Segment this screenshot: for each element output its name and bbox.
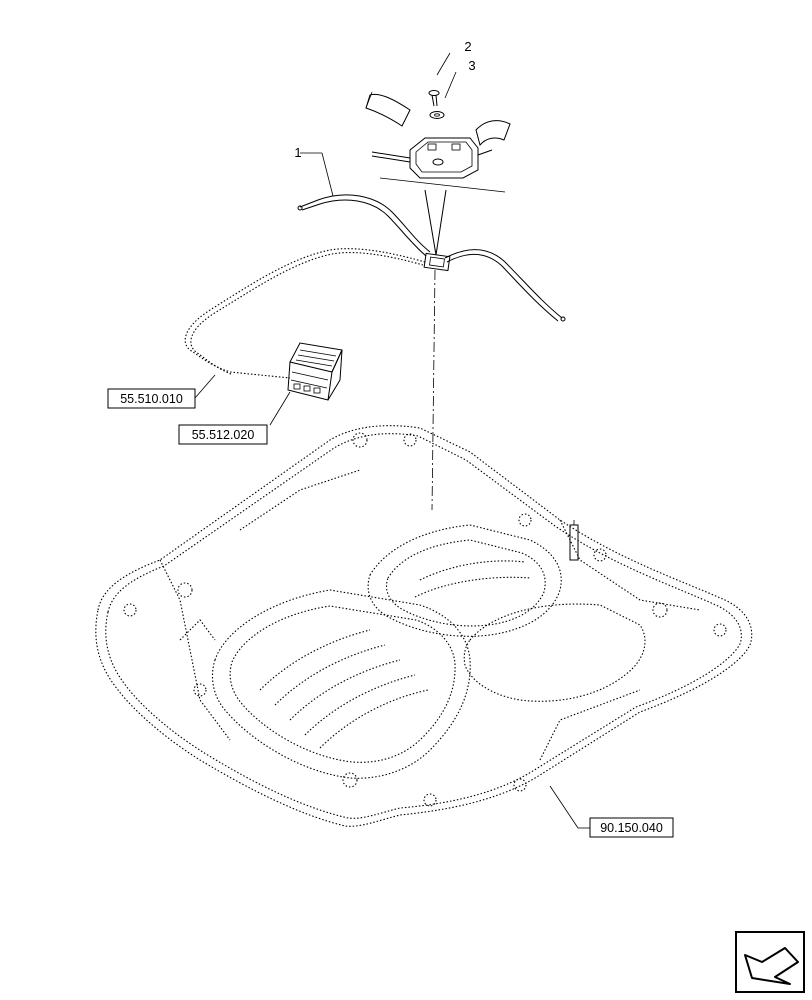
cab-roof — [95, 425, 753, 827]
screw — [428, 90, 440, 107]
control-module — [269, 342, 343, 426]
antenna-cable — [297, 152, 566, 511]
ref-label-antenna: 55.510.010 — [120, 392, 183, 406]
callout-1: 1 — [294, 145, 301, 160]
ref-box-antenna[interactable]: 55.510.010 — [107, 388, 196, 409]
ref-box-roof[interactable]: 90.150.040 — [589, 817, 674, 838]
callout-2: 2 — [464, 39, 471, 54]
arrow-next-icon[interactable] — [735, 931, 805, 993]
bracket-assembly — [365, 52, 511, 256]
ref-box-module[interactable]: 55.512.020 — [178, 424, 268, 445]
module-harness — [184, 248, 426, 399]
ref-label-module: 55.512.020 — [192, 428, 255, 442]
washer — [429, 111, 445, 119]
ref-label-roof: 90.150.040 — [600, 821, 663, 835]
callout-3: 3 — [468, 58, 475, 73]
